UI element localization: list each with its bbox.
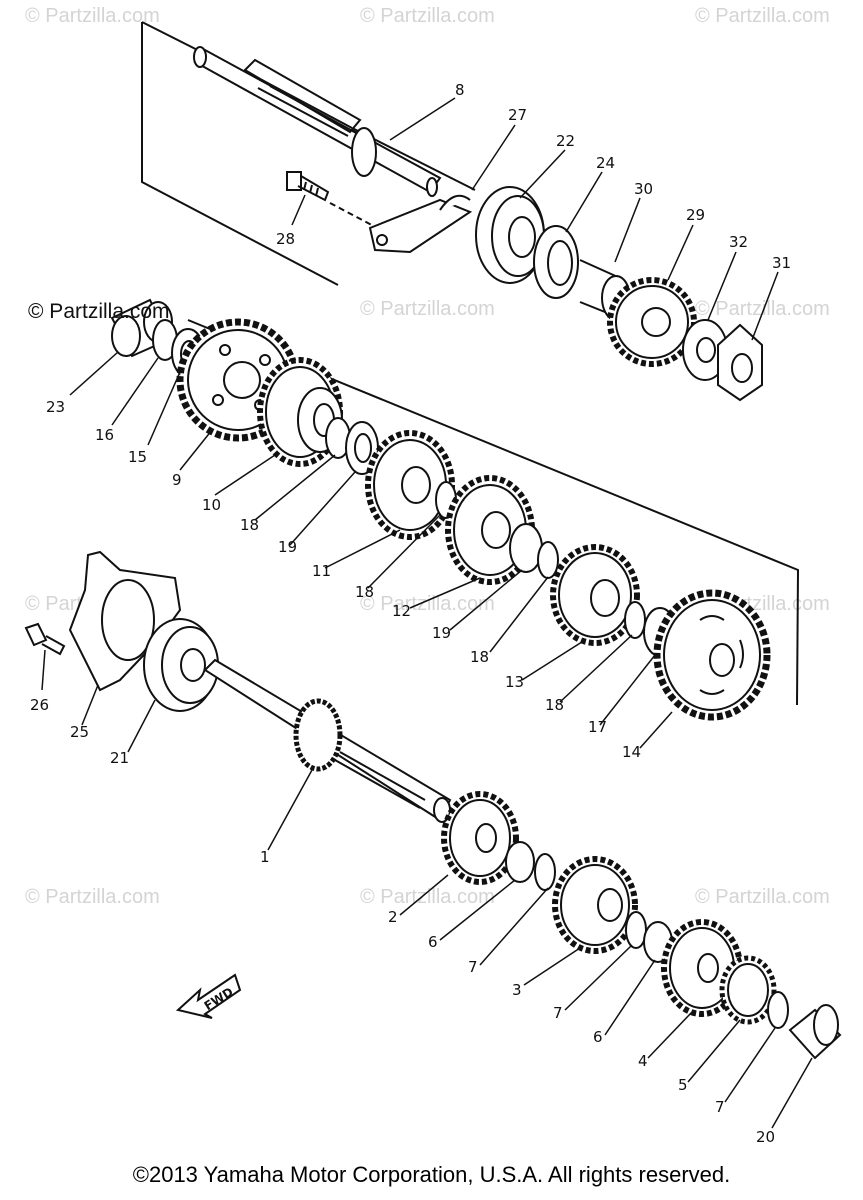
circlip-7 [625,911,647,949]
watermark: © Partzilla.com [360,886,495,908]
main-shaft [203,658,452,823]
bolt-28 [286,171,330,202]
washer-19 [509,523,543,573]
callout-18: 18 [470,648,489,666]
callout-4: 4 [638,1052,648,1070]
callout-7: 7 [468,958,478,976]
stopper-plate-27 [368,198,473,254]
callout-19: 19 [278,538,297,556]
callout-labels: 8 27 22 24 30 29 32 31 28 23 16 15 9 10 … [30,81,791,1146]
callout-32: 32 [729,233,748,251]
forward-direction-arrow [175,973,242,1019]
callout-12: 12 [392,602,411,620]
watermark: © Partzilla.com [695,886,830,908]
callout-25: 25 [70,723,89,741]
callout-22: 22 [556,132,575,150]
leader-lines [41,97,813,1129]
callout-17: 17 [588,718,607,736]
callout-19: 19 [432,624,451,642]
gear-14 [653,589,771,721]
circlip-7 [534,853,556,891]
brand-label: © Partzilla.com [28,300,170,323]
callout-1: 1 [260,848,270,866]
circlip-18 [624,601,646,639]
watermark: © Partzilla.com [695,298,830,320]
drive-sprocket-29 [607,277,697,367]
callout-23: 23 [46,398,65,416]
callout-26: 26 [30,696,49,714]
watermark: © Partzilla.com [360,298,495,320]
callout-27: 27 [508,106,527,124]
callout-5: 5 [678,1076,688,1094]
callout-13: 13 [505,673,524,691]
gear-13 [550,544,640,646]
callout-3: 3 [512,981,522,999]
callout-20: 20 [756,1128,775,1146]
gear-2 [441,791,519,885]
callout-28: 28 [276,230,295,248]
gear-3 [552,856,638,954]
callout-24: 24 [596,154,615,172]
bolt-26 [24,622,66,656]
washer-6 [505,841,535,883]
bearing-21 [143,618,219,712]
callout-30: 30 [634,180,653,198]
watermark: © Partzilla.com [360,5,495,27]
group-boundary-line [141,22,339,286]
callout-7: 7 [553,1004,563,1022]
oil-seal-24 [533,225,579,299]
callout-16: 16 [95,426,114,444]
callout-8: 8 [455,81,465,99]
callout-29: 29 [686,206,705,224]
callout-18: 18 [240,516,259,534]
watermark: © Partzilla.com [25,5,160,27]
callout-15: 15 [128,448,147,466]
callout-2: 2 [388,908,398,926]
nut-31 [717,323,763,402]
callout-21: 21 [110,749,129,767]
lock-washer-32 [682,319,728,381]
callout-6: 6 [428,933,438,951]
callout-18: 18 [545,696,564,714]
callout-14: 14 [622,743,641,761]
callout-11: 11 [312,562,331,580]
watermark: © Partzilla.com [25,886,160,908]
gear-12 [445,475,535,585]
copyright-notice: ©2013 Yamaha Motor Corporation, U.S.A. A… [132,1162,731,1187]
callout-31: 31 [772,254,791,272]
group-boundary-line [187,319,800,706]
callout-9: 9 [172,471,182,489]
bearing-22 [475,186,545,284]
callout-6: 6 [593,1028,603,1046]
main-axle-shaft [193,46,442,197]
gear-5 [719,955,777,1025]
callout-10: 10 [202,496,221,514]
circlip-7 [767,991,789,1029]
watermark: © Partzilla.com [695,5,830,27]
bearing-20 [788,1004,842,1060]
callout-7: 7 [715,1098,725,1116]
callout-18: 18 [355,583,374,601]
watermark: © Partzilla.com [360,593,495,615]
